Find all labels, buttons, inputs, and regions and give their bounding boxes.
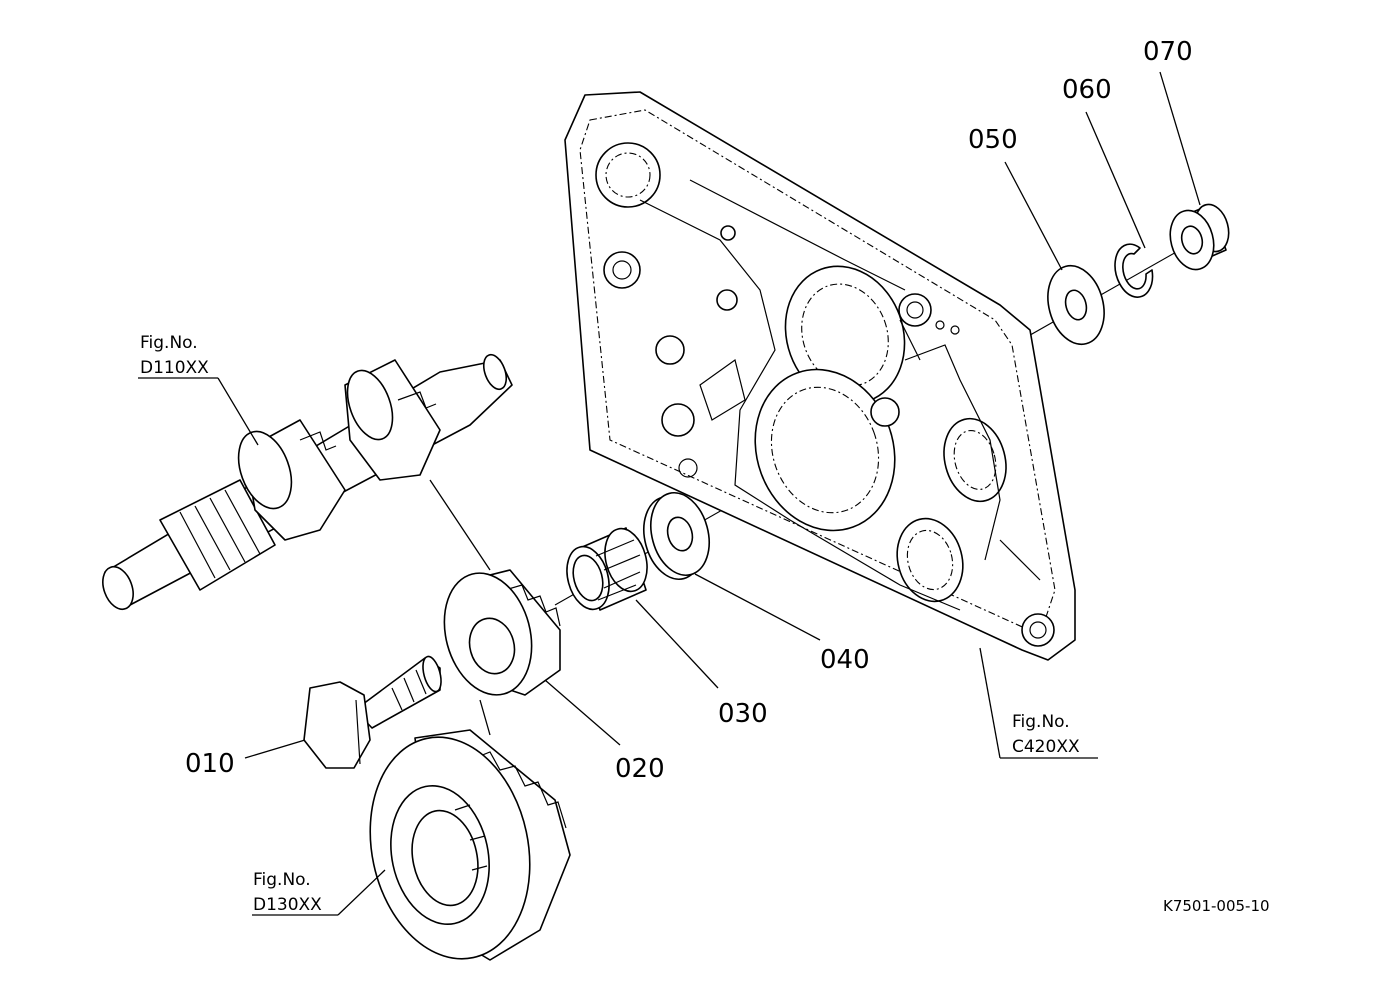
part-060-snap-ring — [1114, 243, 1154, 298]
gear-assembly — [369, 729, 571, 961]
shaft-assembly — [102, 353, 513, 611]
callout-040: 040 — [820, 645, 870, 675]
leader-lines — [138, 71, 1201, 916]
callout-060: 060 — [1062, 75, 1112, 105]
callout-010: 010 — [185, 749, 235, 779]
fig-ref-d130-label: Fig.No. — [253, 870, 311, 890]
part-010-pin — [303, 655, 442, 769]
fig-ref-d110-code: D110XX — [140, 358, 209, 378]
part-040-collar — [643, 491, 710, 581]
callout-050: 050 — [968, 125, 1018, 155]
fig-ref-c420-label: Fig.No. — [1012, 712, 1070, 732]
part-020-gear — [443, 569, 561, 696]
part-070-bushing — [1169, 203, 1230, 271]
fig-ref-d130-code: D130XX — [253, 895, 322, 915]
callout-070: 070 — [1143, 37, 1193, 67]
gear-case-plate — [564, 91, 1076, 661]
part-050-washer — [1047, 264, 1105, 346]
callout-030: 030 — [718, 699, 768, 729]
fig-ref-d110-label: Fig.No. — [140, 333, 198, 353]
callout-020: 020 — [615, 754, 665, 784]
fig-ref-c420-code: C420XX — [1012, 737, 1080, 757]
drawing-code: K7501-005-10 — [1163, 897, 1270, 915]
part-030-needle-bearing — [566, 527, 648, 611]
